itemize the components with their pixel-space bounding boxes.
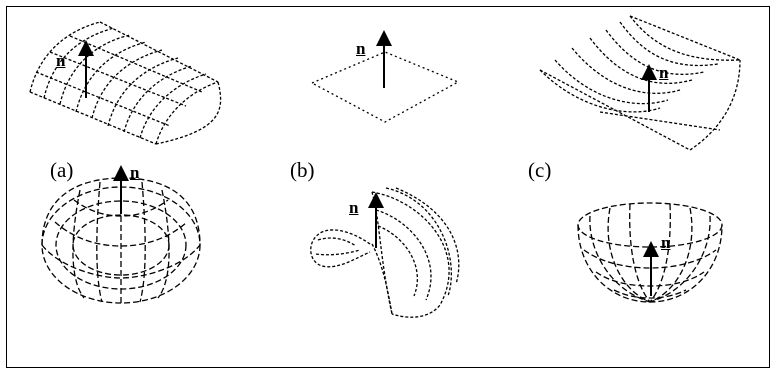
concave-trough-surface bbox=[539, 15, 741, 151]
normal-label-c-top: n bbox=[659, 63, 669, 82]
normal-label-b-bottom: n bbox=[349, 198, 359, 217]
normal-arrow-b-top bbox=[376, 30, 392, 88]
panel-label-b: (b) bbox=[290, 158, 315, 182]
normal-label-a-top: n bbox=[56, 51, 66, 70]
normal-label-b-top: n bbox=[356, 39, 366, 58]
normal-arrow-a-top bbox=[78, 40, 94, 98]
normal-arrow-c-top bbox=[641, 64, 657, 112]
normal-label-a-bottom: n bbox=[130, 163, 140, 182]
normal-arrow-b-bottom bbox=[368, 192, 384, 248]
figure-frame bbox=[6, 6, 770, 368]
panel-label-c: (c) bbox=[528, 158, 552, 182]
normal-label-c-bottom: n bbox=[661, 233, 671, 252]
panel-label-a: (a) bbox=[50, 158, 74, 182]
saddle-surface bbox=[310, 187, 460, 318]
normal-arrow-c-bottom bbox=[643, 241, 659, 296]
normal-arrow-a-bottom bbox=[113, 165, 129, 214]
convex-cylinder-surface bbox=[29, 21, 222, 145]
